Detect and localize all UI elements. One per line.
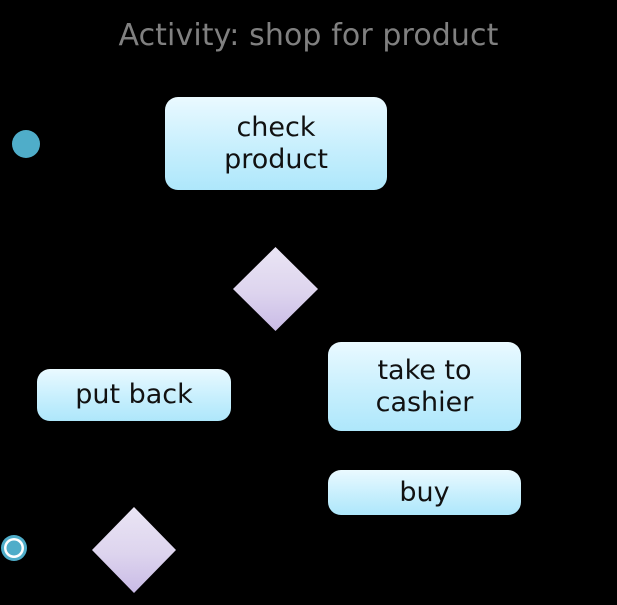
action-node-label: check product — [224, 112, 328, 175]
action-node-label: put back — [75, 379, 193, 410]
final-node-icon — [1, 535, 27, 561]
final-node[interactable] — [0, 534, 30, 564]
action-label-line: take to — [377, 355, 472, 387]
diamond-icon — [233, 247, 318, 331]
page-title: Activity: shop for product — [118, 18, 499, 53]
action-node-check-product[interactable]: check product — [165, 97, 387, 190]
action-label-line: product — [224, 143, 328, 175]
initial-node-icon — [12, 130, 40, 158]
action-label-line: cashier — [375, 386, 474, 418]
action-node-take-to-cashier[interactable]: take to cashier — [328, 342, 521, 431]
action-label-line: check — [236, 112, 316, 144]
action-label-line: put back — [75, 379, 193, 411]
decision-node-2[interactable] — [91, 506, 177, 594]
action-node-label: take to cashier — [376, 355, 474, 418]
action-label-line: buy — [399, 476, 450, 508]
action-node-buy[interactable]: buy — [328, 470, 521, 515]
action-node-put-back[interactable]: put back — [37, 369, 231, 421]
action-node-label: buy — [399, 477, 449, 508]
diamond-icon — [92, 507, 176, 593]
initial-node[interactable] — [10, 128, 42, 160]
decision-node-1[interactable] — [232, 246, 319, 332]
